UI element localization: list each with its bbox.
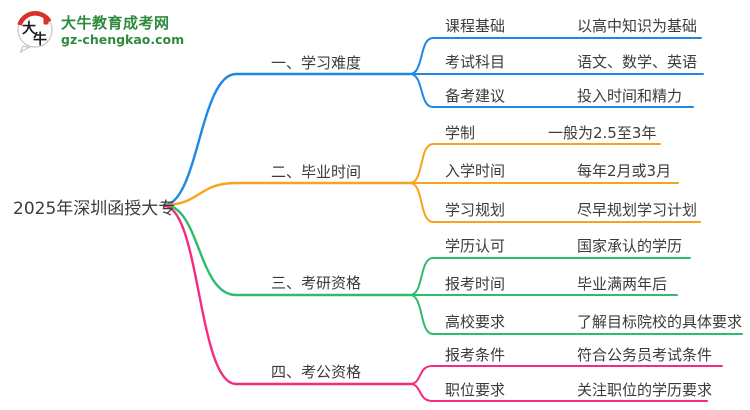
subtopic-row: 报考条件 符合公务员考试条件 [0, 344, 750, 364]
subtopic-row: 考试科目 语文、数学、英语 [0, 51, 750, 71]
branch-4-child-line-1 [409, 365, 723, 385]
subtopic-value[interactable]: 了解目标院校的具体要求 [577, 313, 743, 331]
topic-civil-service-eligibility[interactable]: 四、考公资格 [270, 363, 361, 381]
branch-2-child-line-1 [409, 143, 661, 184]
subtopic-value[interactable]: 关注职位的学历要求 [577, 381, 713, 399]
logo-bull-icon: 大 牛 [17, 11, 53, 53]
branch-3-child-line-1 [409, 257, 691, 296]
logo-char-niu: 牛 [33, 31, 47, 48]
topic-graduation-time[interactable]: 二、毕业时间 [270, 163, 361, 181]
topic-study-difficulty[interactable]: 一、学习难度 [270, 54, 361, 72]
topic-postgrad-eligibility[interactable]: 三、考研资格 [270, 274, 361, 292]
subtopic-label[interactable]: 学习规划 [445, 201, 506, 219]
subtopic-row: 学习规划 尽早规划学习计划 [0, 199, 750, 219]
subtopic-row: 备考建议 投入时间和精力 [0, 85, 750, 105]
subtopic-row: 学历认可 国家承认的学历 [0, 235, 750, 255]
logo-char-da: 大 [22, 20, 36, 37]
subtopic-label[interactable]: 报考时间 [445, 275, 506, 293]
subtopic-value[interactable]: 每年2月或3月 [577, 162, 672, 180]
subtopic-label[interactable]: 职位要求 [445, 381, 506, 399]
branch-1-child-line-3 [409, 73, 694, 108]
logo-site-name: 大牛教育成考网 [61, 14, 170, 33]
subtopic-row: 课程基础 以高中知识为基础 [0, 15, 750, 35]
subtopic-value[interactable]: 符合公务员考试条件 [577, 346, 713, 364]
branch-4-main-line [162, 204, 412, 386]
subtopic-row: 高校要求 了解目标院校的具体要求 [0, 311, 750, 331]
subtopic-label[interactable]: 高校要求 [445, 313, 506, 331]
subtopic-label[interactable]: 学制 [445, 124, 476, 142]
subtopic-label[interactable]: 学历认可 [445, 237, 506, 255]
subtopic-value[interactable]: 尽早规划学习计划 [577, 201, 698, 219]
subtopic-row: 学制 一般为2.5至3年 [0, 122, 750, 142]
logo-site-url: gz-chengkao.com [61, 31, 185, 47]
branch-3-main-line [162, 203, 412, 297]
subtopic-row: 职位要求 关注职位的学历要求 [0, 379, 750, 399]
subtopic-value[interactable]: 以高中知识为基础 [577, 17, 698, 35]
subtopic-label[interactable]: 课程基础 [445, 17, 506, 35]
branch-1-main-line [162, 72, 412, 207]
site-logo[interactable]: 大 牛 大牛教育成考网 gz-chengkao.com [14, 9, 184, 53]
branch-1-child-line-1 [409, 37, 702, 75]
branch-4-child-line-2 [409, 383, 708, 402]
branch-2-main-line [162, 181, 412, 207]
subtopic-value[interactable]: 毕业满两年后 [577, 275, 668, 293]
subtopic-value[interactable]: 投入时间和精力 [577, 87, 683, 105]
branch-2-child-line-3 [409, 182, 701, 223]
branch-3-child-line-3 [409, 294, 743, 335]
subtopic-row: 入学时间 每年2月或3月 [0, 160, 750, 180]
subtopic-label[interactable]: 考试科目 [445, 53, 506, 71]
subtopic-label[interactable]: 入学时间 [445, 162, 506, 180]
subtopic-label[interactable]: 报考条件 [445, 346, 506, 364]
subtopic-row: 报考时间 毕业满两年后 [0, 273, 750, 293]
subtopic-value[interactable]: 一般为2.5至3年 [548, 124, 657, 142]
subtopic-label[interactable]: 备考建议 [445, 87, 506, 105]
subtopic-value[interactable]: 国家承认的学历 [577, 237, 683, 255]
subtopic-value[interactable]: 语文、数学、英语 [577, 53, 698, 71]
root-topic[interactable]: 2025年深圳函授大专 [13, 199, 176, 219]
